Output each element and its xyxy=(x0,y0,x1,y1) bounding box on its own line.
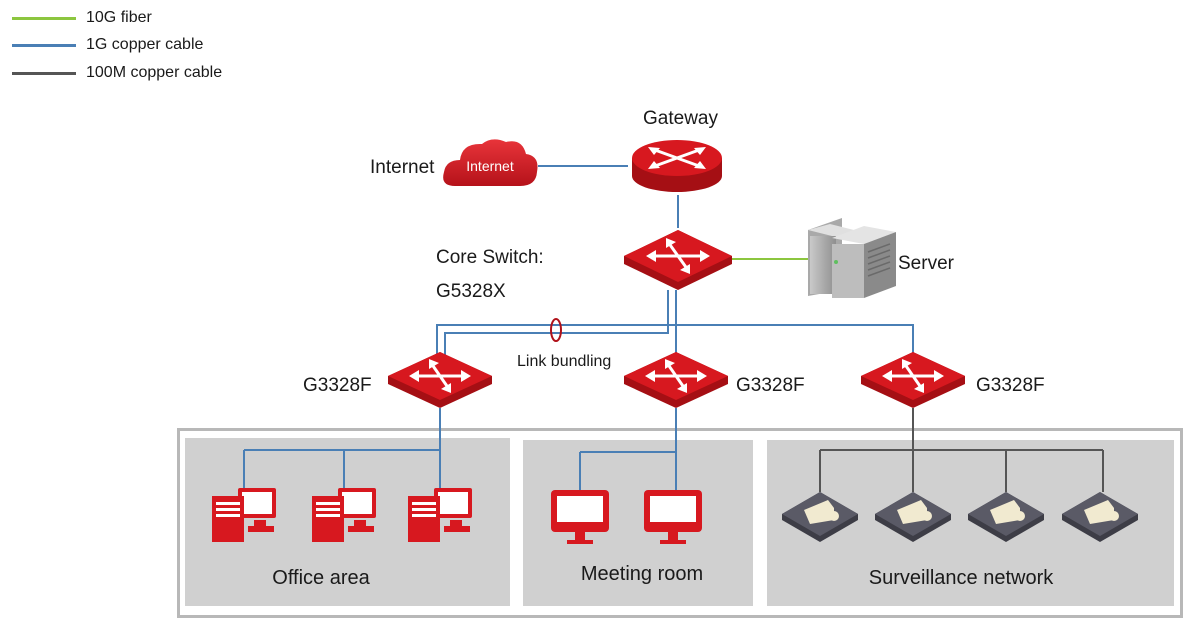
desktop-pc-icon xyxy=(312,488,376,542)
camera-icon xyxy=(875,492,951,542)
legend-label-1g: 1G copper cable xyxy=(86,36,204,53)
links-100m xyxy=(819,408,1104,492)
access-switch-middle-icon xyxy=(624,352,728,408)
desktop-pc-icon xyxy=(408,488,472,542)
surveillance-network-label: Surveillance network xyxy=(868,567,1054,589)
legend-1g-copper: 1G copper cable xyxy=(12,35,203,55)
link-bundling-marker xyxy=(550,318,562,342)
cloud-icon: Internet xyxy=(443,139,538,186)
office-area-label: Office area xyxy=(272,567,370,589)
legend-label-10g: 10G fiber xyxy=(86,9,152,26)
server-label: Server xyxy=(898,253,954,274)
desktop-pc-icon xyxy=(212,488,276,542)
link-bundling-label: Link bundling xyxy=(517,353,612,370)
monitor-icon xyxy=(644,490,702,544)
core-switch-icon xyxy=(624,230,732,290)
camera-icon xyxy=(968,492,1044,542)
legend-10g-fiber: 10G fiber xyxy=(12,8,152,28)
legend-label-100m: 100M copper cable xyxy=(86,64,223,81)
internet-label: Internet xyxy=(370,157,435,178)
camera-icon xyxy=(782,492,858,542)
legend-100m-copper: 100M copper cable xyxy=(12,63,222,83)
links-1g xyxy=(243,165,914,490)
camera-icon xyxy=(1062,492,1138,542)
legend-line-1g xyxy=(12,43,76,47)
monitor-icon xyxy=(551,490,609,544)
router-icon xyxy=(632,140,722,192)
access-switch-right-icon xyxy=(861,352,965,408)
access-switch-right-label: G3328F xyxy=(976,375,1045,396)
access-switch-left-label: G3328F xyxy=(303,375,372,396)
legend-line-10g xyxy=(12,16,76,20)
access-switch-left-icon xyxy=(388,352,492,408)
legend-line-100m xyxy=(12,71,76,75)
core-switch-label-line1: Core Switch: xyxy=(436,247,544,268)
gateway-label: Gateway xyxy=(643,108,718,129)
core-switch-label-line2: G5328X xyxy=(436,281,506,302)
server-icon xyxy=(808,218,896,298)
meeting-room-label: Meeting room xyxy=(580,563,704,585)
cloud-label: Internet xyxy=(466,158,514,174)
access-switch-middle-label: G3328F xyxy=(736,375,805,396)
